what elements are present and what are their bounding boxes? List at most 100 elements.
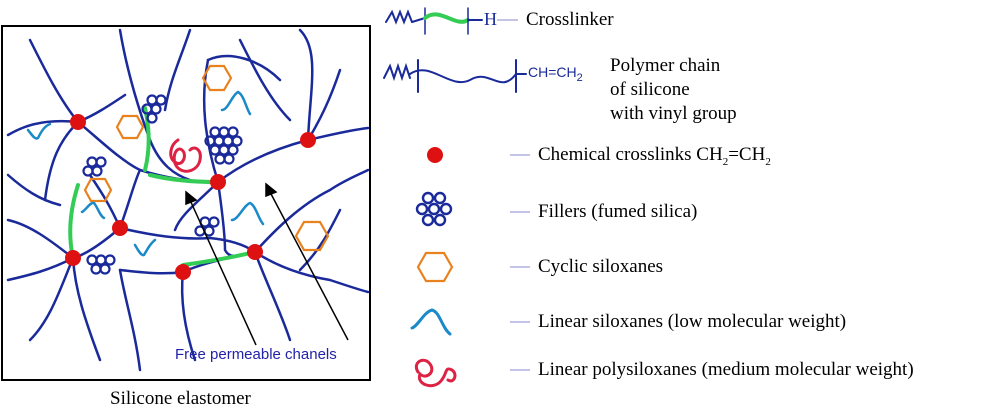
- filler-particle: [227, 144, 239, 156]
- hexagon-icon: [83, 177, 113, 203]
- network-chain: [118, 268, 185, 275]
- filler-particle: [218, 144, 230, 156]
- filler-particle: [227, 126, 239, 138]
- polymer-end-group: CH=CH2: [528, 64, 583, 84]
- filler-particle: [91, 165, 103, 177]
- filler-particle: [208, 216, 220, 228]
- crosslinker-end-group: H: [484, 9, 497, 29]
- filler-particle: [146, 112, 158, 124]
- arrowhead: [265, 182, 278, 198]
- wave-icon: [80, 201, 106, 220]
- filler-particle: [95, 156, 107, 168]
- network-chain: [6, 256, 75, 282]
- elastomer-panel: [1, 25, 371, 381]
- filler-clusters: [82, 94, 243, 275]
- crosslink-dot: [210, 174, 226, 190]
- crosslink-dot: [300, 132, 316, 148]
- network-chain: [253, 250, 370, 294]
- legend-label-crosslinker: Crosslinker: [526, 9, 614, 30]
- network-chain: [28, 38, 80, 124]
- polymer-wave: [409, 69, 517, 84]
- network-chain: [76, 93, 127, 124]
- network-chain: [216, 126, 370, 184]
- hexagon-icon: [416, 251, 454, 283]
- network-chain: [180, 270, 197, 362]
- crosslink-dot: [70, 114, 86, 130]
- network-chain: [6, 218, 75, 260]
- crosslink-dot: [112, 220, 128, 236]
- crosslink-dot: [175, 264, 191, 280]
- filler-particle: [213, 135, 225, 147]
- network-chain: [173, 180, 220, 232]
- legend-label-linear-low: Linear siloxanes (low molecular weight): [538, 311, 847, 332]
- crosslink-dots: [65, 114, 316, 280]
- network-chain: [118, 268, 142, 372]
- network-chain: [238, 38, 292, 122]
- hexagon-icon: [294, 220, 330, 252]
- filler-particle: [99, 263, 111, 275]
- filler-particle: [209, 126, 221, 138]
- filler-particle: [86, 254, 98, 266]
- legend-label-chemical-crosslinks: Chemical crosslinks CH2=CH2: [538, 144, 771, 168]
- network-chain: [298, 28, 314, 142]
- zigzag-icon: [385, 9, 413, 25]
- network-chain: [163, 28, 192, 112]
- legend-label-linear-medium: Linear polysiloxanes (medium molecular w…: [538, 359, 914, 380]
- filler-particle: [214, 153, 226, 165]
- panel-caption: Silicone elastomer: [110, 388, 251, 409]
- linear-waves: [26, 90, 265, 257]
- channel-arrow: [189, 199, 257, 346]
- crosslinker-line: [411, 17, 426, 23]
- arrowhead: [185, 190, 198, 206]
- channel-label: Free permeable chanels: [175, 346, 337, 363]
- cyclic-hexagons: [83, 64, 330, 252]
- green-segment: [423, 12, 470, 24]
- legend-label-fillers: Fillers (fumed silica): [538, 201, 698, 222]
- filler-particle: [150, 103, 162, 115]
- filler-particle: [218, 126, 230, 138]
- network-chain: [43, 120, 80, 202]
- legend-label-polymer-line1: Polymer chain: [610, 55, 721, 76]
- channel-arrow: [269, 191, 349, 341]
- filler-particle: [104, 254, 116, 266]
- wave-icon: [410, 308, 452, 336]
- network-chain: [253, 168, 370, 254]
- network-chain: [28, 256, 75, 342]
- zigzag-icon: [383, 62, 411, 82]
- network-chain: [206, 54, 282, 82]
- network-chain: [6, 173, 62, 207]
- filler-particle: [209, 144, 221, 156]
- red-dot-icon: [427, 147, 443, 163]
- filler-particle: [223, 153, 235, 165]
- legend-polymer-symbol: [383, 59, 527, 93]
- filler-particle: [86, 156, 98, 168]
- network-chain: [118, 226, 257, 254]
- legend-leader-lines: [497, 19, 530, 371]
- legend-label-cyclic: Cyclic siloxanes: [538, 256, 664, 277]
- network-chain: [202, 58, 220, 184]
- legend-crosslinker-symbol: [385, 7, 483, 35]
- network-chain: [253, 250, 292, 342]
- network-chain: [71, 256, 102, 362]
- wave-icon: [220, 90, 252, 116]
- filler-particle: [95, 254, 107, 266]
- wave-icon: [26, 122, 52, 140]
- filler-cluster-icon: [415, 191, 453, 227]
- squiggle-icon: [415, 358, 457, 388]
- squiggle-icon: [169, 138, 202, 173]
- network-chain: [118, 168, 142, 230]
- filler-particle: [155, 94, 167, 106]
- network-chain: [298, 208, 342, 272]
- filler-particle: [222, 135, 234, 147]
- legend-label-polymer-line2: of silicone: [610, 79, 690, 100]
- network-crosslinker: [68, 183, 80, 260]
- network-chain: [71, 226, 122, 260]
- filler-particle: [82, 165, 94, 177]
- wave-icon: [230, 201, 265, 226]
- filler-particle: [146, 94, 158, 106]
- network-chain: [6, 119, 80, 137]
- crosslink-dot: [65, 250, 81, 266]
- filler-particle: [231, 135, 243, 147]
- wave-icon: [133, 238, 157, 257]
